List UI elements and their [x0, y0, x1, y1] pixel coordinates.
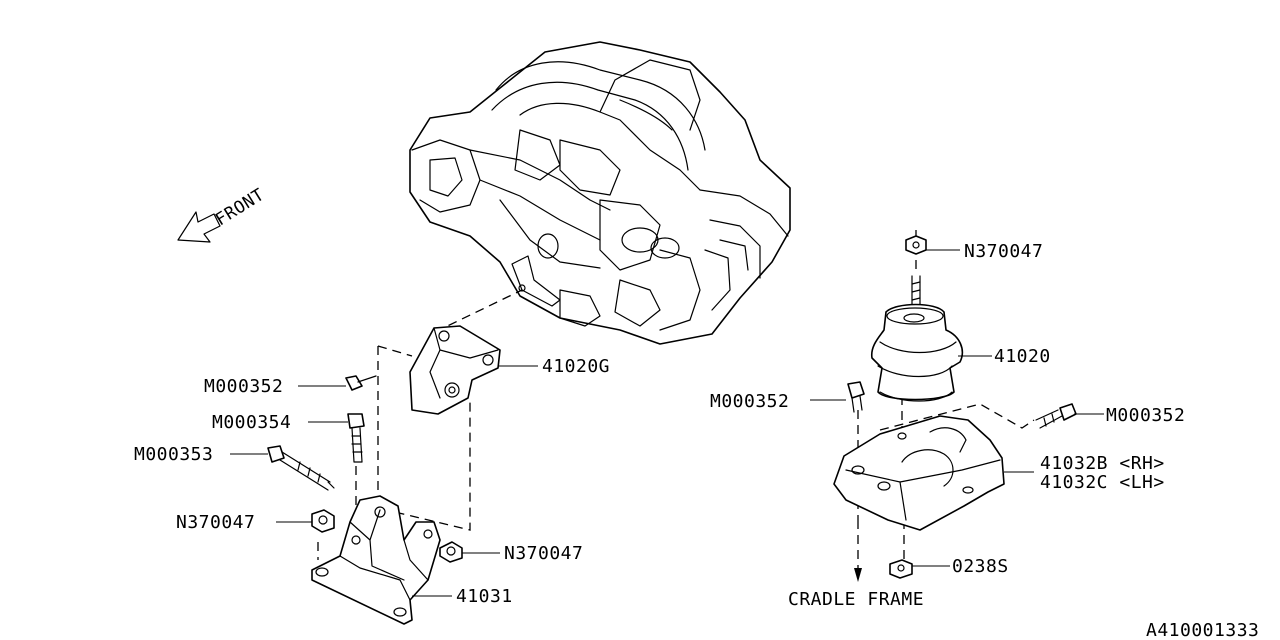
bolt-m000352-right-b: [1035, 403, 1077, 429]
bolt-m000353: [267, 445, 335, 491]
nut-n370047-right: [905, 235, 927, 255]
bracket-41031: [311, 495, 441, 625]
drawing-number: A410001333: [1146, 620, 1259, 640]
label-bolt-left-c: M000353: [134, 444, 213, 465]
label-nut-left-a: N370047: [176, 512, 255, 533]
cradle-frame-arrow: [854, 520, 862, 582]
label-bolt-left-a: M000352: [204, 376, 283, 397]
cradle-frame-label: CRADLE FRAME: [788, 589, 924, 610]
engine-block: [409, 41, 791, 345]
nut-0238s: [889, 559, 913, 579]
label-bolt-left-b: M000354: [212, 412, 291, 433]
label-mount-right: 41020: [994, 346, 1051, 367]
engine-mount-left: [409, 325, 501, 415]
label-bolt-right-b: M000352: [1106, 405, 1185, 426]
engine-mount-right: [870, 275, 964, 402]
bracket-41032: [833, 415, 1005, 531]
front-label: FRONT: [212, 185, 268, 230]
nut-n370047-left-a: [311, 509, 335, 533]
bolt-m000354: [347, 413, 365, 463]
label-mount-left: 41020G: [542, 356, 610, 377]
bolt-m000352-left: [345, 375, 377, 391]
label-bracket-lh: 41032C <LH>: [1040, 472, 1165, 493]
label-nut-bottom-right: 0238S: [952, 556, 1009, 577]
label-nut-left-b: N370047: [504, 543, 583, 564]
label-bolt-right-a: M000352: [710, 391, 789, 412]
front-direction-arrow: FRONT: [177, 185, 268, 243]
nut-n370047-left-b: [439, 541, 463, 563]
bolt-m000352-right-a: [847, 381, 865, 413]
leader-lines: [230, 249, 1104, 597]
label-nut-top-right: N370047: [964, 241, 1043, 262]
label-bracket-left: 41031: [456, 586, 513, 607]
label-bracket-rh: 41032B <RH>: [1040, 453, 1165, 474]
